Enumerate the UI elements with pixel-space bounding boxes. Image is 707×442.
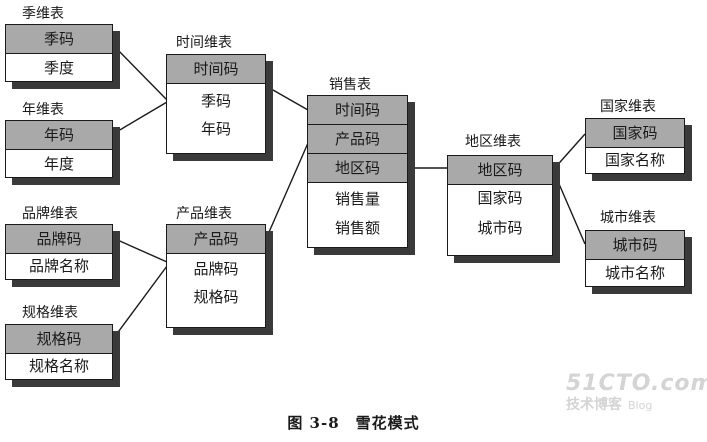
- attribute-field: 年度: [43, 155, 74, 173]
- country-dimension-table: 国家码 国家名称: [585, 118, 692, 181]
- city-table-title: 城市维表: [600, 210, 656, 226]
- city-dimension-table: 城市码 城市名称: [585, 230, 692, 294]
- foreign-key-field: 地区码: [308, 154, 407, 183]
- connector-quarter-time: [112, 44, 168, 101]
- quarter-table-title: 季维表: [22, 6, 64, 22]
- sales-fact-table: 时间码 产品码 地区码 销售量 销售额: [307, 95, 415, 255]
- product-table-title: 产品维表: [176, 206, 232, 222]
- country-table-title: 国家维表: [600, 99, 656, 115]
- primary-key-field: 年码: [6, 121, 112, 150]
- connector-time-sales: [265, 85, 309, 111]
- primary-key-field: 品牌码: [6, 225, 112, 254]
- year-dimension-table: 年码 年度: [5, 120, 120, 185]
- time-table-title: 时间维表: [176, 35, 232, 51]
- primary-key-field: 地区码: [448, 156, 552, 185]
- measure-field: 销售量: [334, 190, 380, 208]
- connector-spec-product: [112, 265, 168, 340]
- table-body: 品牌码 品牌名称: [5, 224, 113, 280]
- product-dimension-table: 产品码 品牌码 规格码: [166, 224, 273, 335]
- primary-key-field: 规格码: [6, 325, 112, 354]
- table-body: 时间码 产品码 地区码 销售量 销售额: [307, 95, 408, 248]
- table-body: 时间码 季码 年码: [166, 54, 266, 154]
- table-body: 国家码 国家名称: [585, 118, 685, 174]
- attribute-field: 季度: [43, 59, 74, 77]
- connector-product-sales: [265, 142, 309, 240]
- attribute-field: 国家名称: [604, 151, 665, 169]
- table-body: 产品码 品牌码 规格码: [166, 224, 266, 328]
- connector-brand-product: [112, 237, 168, 263]
- table-body: 城市码 城市名称: [585, 230, 685, 287]
- time-dimension-table: 时间码 季码 年码: [166, 54, 273, 161]
- region-table-title: 地区维表: [465, 134, 521, 150]
- table-body: 年码 年度: [5, 120, 113, 178]
- primary-key-field: 时间码: [167, 55, 265, 84]
- attribute-field: 城市码: [477, 219, 523, 237]
- primary-key-field: 城市码: [586, 231, 684, 260]
- site-watermark: 51CTO.com 技术博客 Blog: [566, 371, 707, 415]
- attribute-field: 季码: [200, 92, 231, 110]
- foreign-key-field: 时间码: [308, 96, 407, 125]
- measure-field: 销售额: [334, 219, 380, 237]
- attribute-field: 规格码: [193, 288, 239, 306]
- table-body: 规格码 规格名称: [5, 324, 113, 380]
- attribute-field: 品牌码: [193, 260, 239, 278]
- watermark-brand: 51CTO.com: [566, 371, 707, 396]
- attribute-field: 品牌名称: [28, 257, 89, 275]
- foreign-key-field: 产品码: [308, 125, 407, 154]
- sales-table-title: 销售表: [329, 77, 371, 93]
- region-dimension-table: 地区码 国家码 城市码: [447, 155, 560, 263]
- attribute-field: 年码: [200, 120, 231, 138]
- table-body: 季码 季度: [5, 24, 113, 82]
- primary-key-field: 季码: [6, 25, 112, 54]
- year-table-title: 年维表: [22, 102, 64, 118]
- connector-year-time: [112, 101, 168, 135]
- attribute-field: 城市名称: [604, 264, 665, 282]
- primary-key-field: 国家码: [586, 119, 684, 148]
- attribute-field: 规格名称: [28, 357, 89, 375]
- quarter-dimension-table: 季码 季度: [5, 24, 120, 89]
- watermark-subtitle: 技术博客 Blog: [566, 396, 696, 415]
- primary-key-field: 产品码: [167, 225, 265, 254]
- brand-dimension-table: 品牌码 品牌名称: [5, 224, 120, 287]
- attribute-field: 国家码: [477, 189, 523, 207]
- watermark-blog-text: Blog: [628, 399, 653, 412]
- watermark-sub-text: 技术博客: [566, 397, 622, 413]
- spec-dimension-table: 规格码 规格名称: [5, 324, 120, 387]
- figure-caption: 图 3-8 雪花模式: [287, 414, 420, 432]
- brand-table-title: 品牌维表: [22, 206, 78, 222]
- table-body: 地区码 国家码 城市码: [447, 155, 553, 256]
- spec-table-title: 规格维表: [22, 305, 78, 321]
